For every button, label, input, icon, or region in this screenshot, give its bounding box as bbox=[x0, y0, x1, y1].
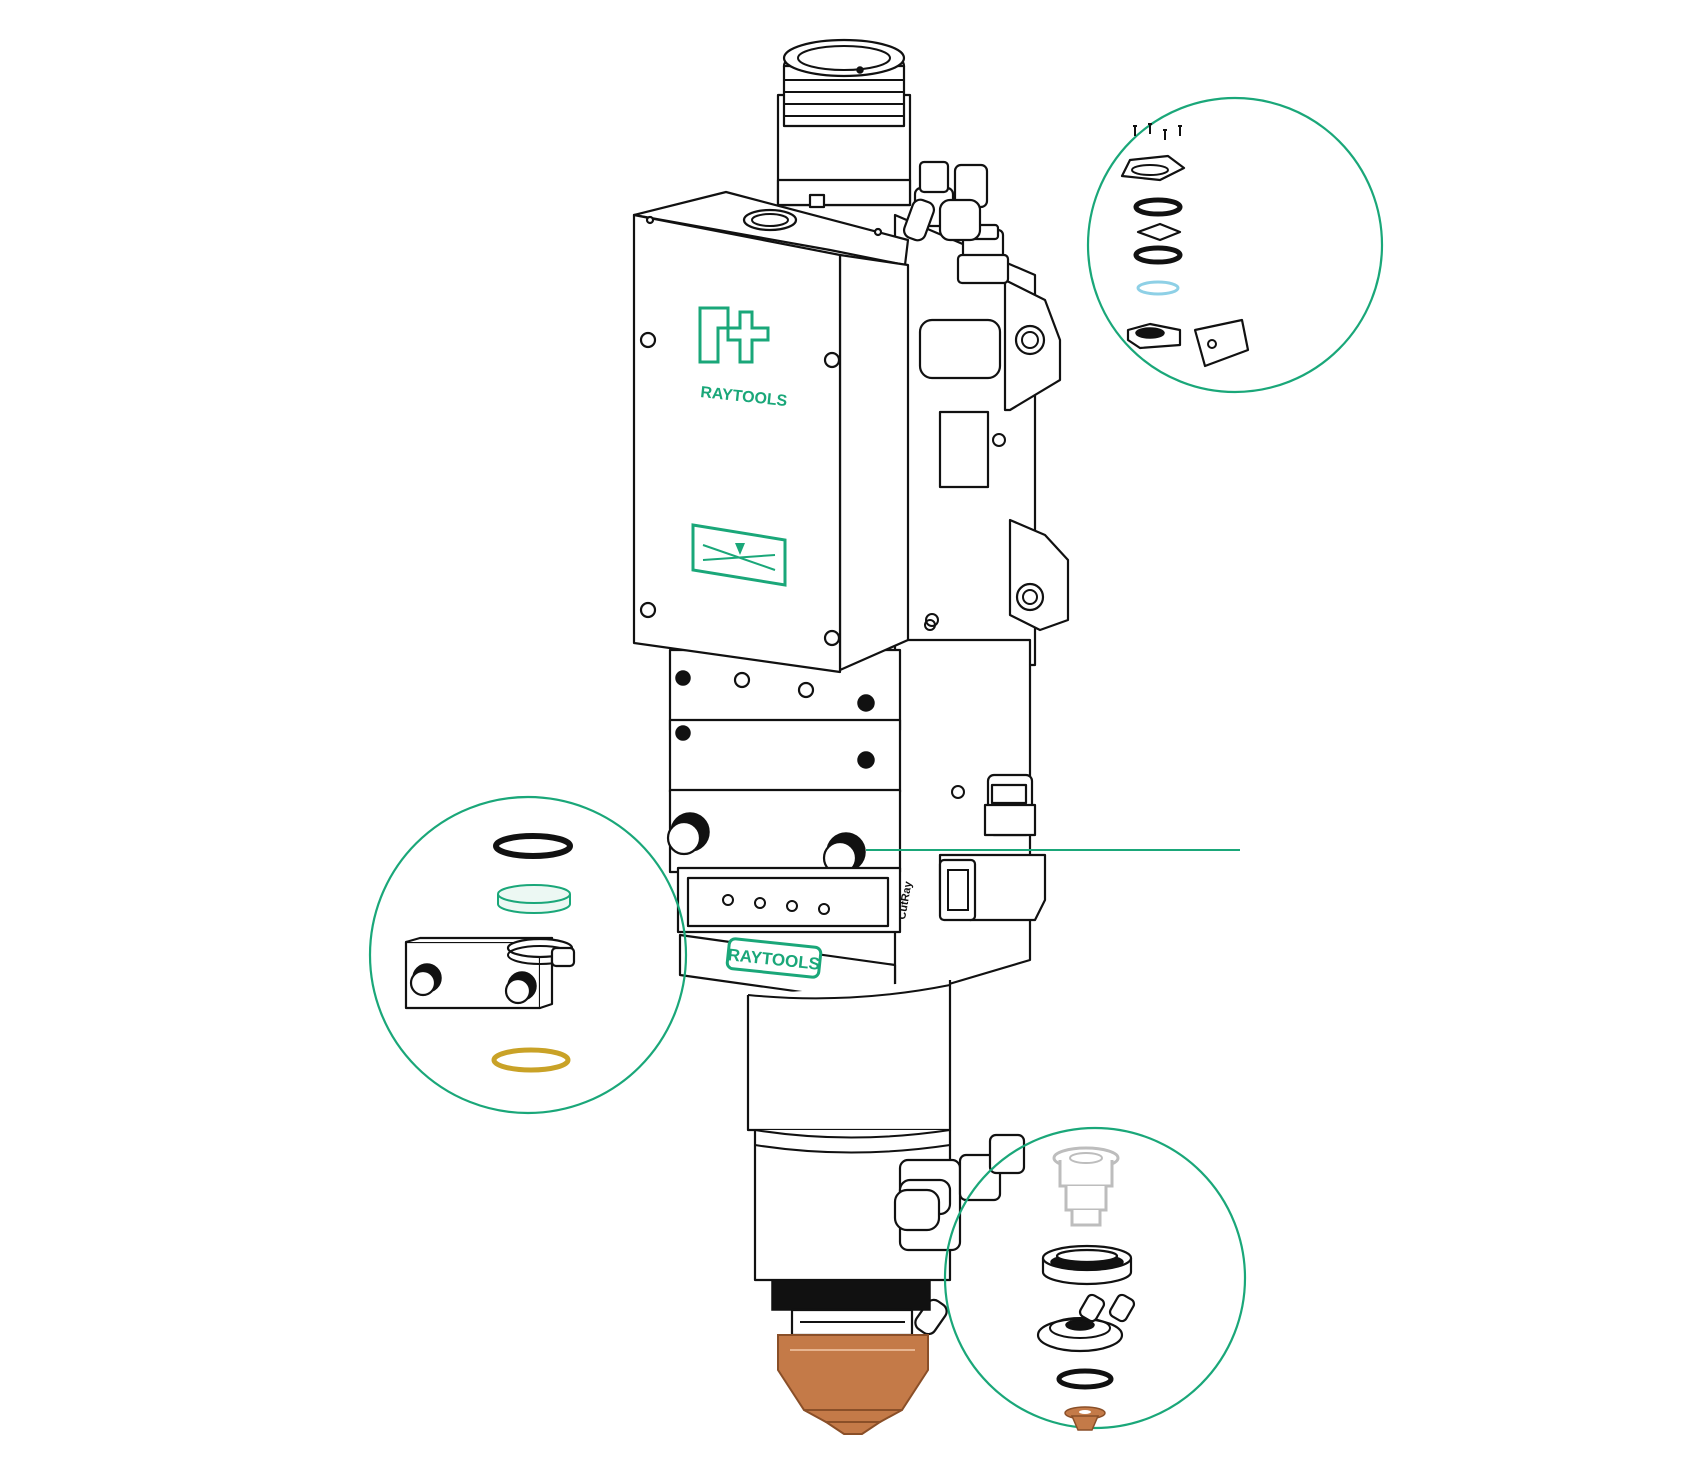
main-housing: CutRay bbox=[893, 160, 1070, 1002]
fiber-connector bbox=[776, 38, 912, 209]
screws bbox=[1133, 123, 1182, 140]
drawer-holder-left bbox=[404, 936, 576, 1010]
sensor-control-box: RAYTOOLS bbox=[632, 190, 936, 674]
nozzle-connector bbox=[1036, 1293, 1136, 1353]
o-ring-upper bbox=[1133, 197, 1183, 217]
cover-plate bbox=[1120, 154, 1186, 182]
upper-window-assembly-callout bbox=[1086, 96, 1384, 394]
nozzle-assembly-callout bbox=[943, 1126, 1247, 1431]
gas-fitting-mid bbox=[938, 773, 1047, 922]
locking-sleeve bbox=[1041, 1244, 1133, 1286]
protective-window bbox=[497, 884, 571, 914]
laser-hazard-icon bbox=[691, 523, 787, 587]
lower-protective-window-callout bbox=[368, 795, 688, 1115]
raytools-plate: RAYTOOLS bbox=[725, 937, 823, 979]
lower-tube bbox=[746, 980, 1026, 1337]
insulator bbox=[1056, 1368, 1114, 1390]
gold-seal-ring bbox=[491, 1047, 571, 1073]
seal bbox=[1136, 222, 1182, 242]
copper-nozzle-part bbox=[1064, 1406, 1106, 1431]
raytools-logo-icon bbox=[698, 306, 770, 364]
drawer-holder-upper bbox=[1126, 318, 1250, 368]
copper-nozzle-on-head bbox=[777, 1334, 929, 1435]
o-ring-lower bbox=[1133, 245, 1183, 265]
sealing-ring bbox=[493, 833, 573, 859]
ceramic-ring bbox=[1052, 1146, 1120, 1227]
lens-ring bbox=[1136, 280, 1180, 296]
gas-fitting-top bbox=[902, 160, 1010, 285]
